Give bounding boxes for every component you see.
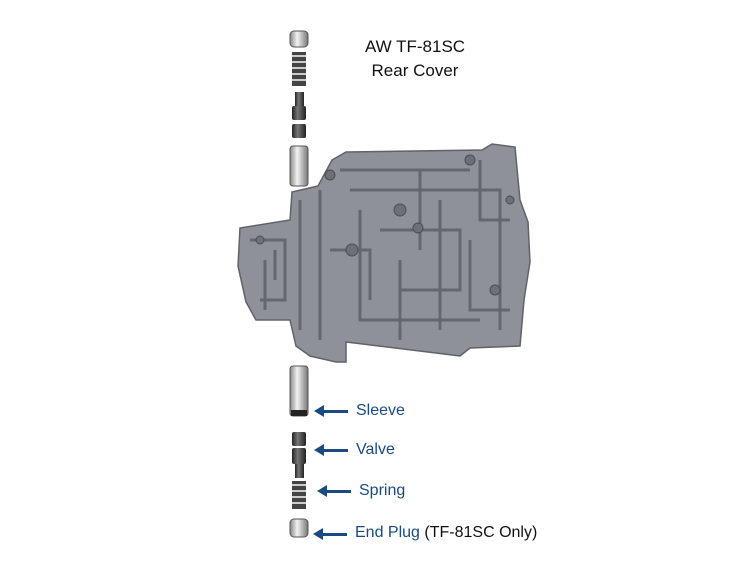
top-sleeve xyxy=(289,145,309,187)
top-valve xyxy=(292,92,306,138)
end-plug-label: End Plug (TF-81SC Only) xyxy=(355,524,537,542)
valve-arrow-icon xyxy=(314,444,348,456)
diagram-title-line1: AW TF-81SC xyxy=(364,37,466,56)
spring-arrow-icon xyxy=(317,485,351,497)
valve-body xyxy=(237,143,531,363)
end-plug-note: (TF-81SC Only) xyxy=(424,524,538,541)
spring-label: Spring xyxy=(359,482,406,499)
diagram-title-line2: Rear Cover xyxy=(371,61,459,80)
spring-part xyxy=(292,481,306,509)
sleeve-arrow-icon xyxy=(314,405,348,417)
top-spring xyxy=(292,52,306,86)
valve-label: Valve xyxy=(356,441,395,458)
valve-part xyxy=(292,432,306,478)
end-plug-part xyxy=(289,518,309,538)
top-end-plug xyxy=(289,30,309,48)
sleeve-part xyxy=(289,365,309,417)
end-plug-arrow-icon xyxy=(313,528,347,540)
sleeve-label: Sleeve xyxy=(356,402,405,419)
end-plug-text: End Plug xyxy=(355,524,420,541)
